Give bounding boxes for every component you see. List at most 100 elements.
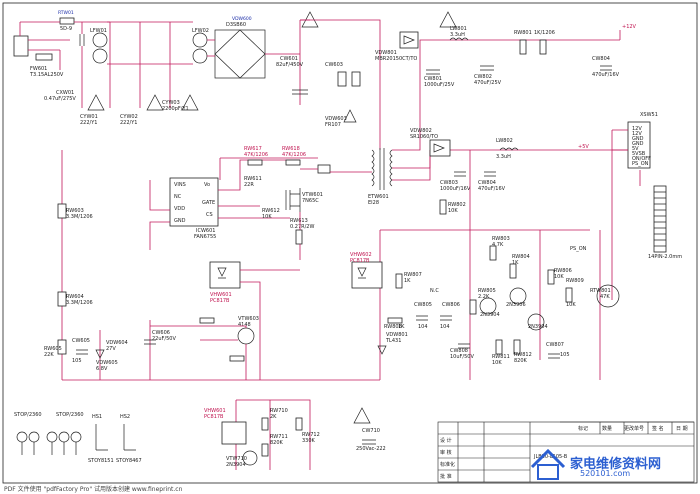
pwm-controller: VINS NC VDD GND Vo GATE CS ICW601 FAN675… xyxy=(149,146,323,260)
secondary-12v: VDW801 MBR20150CT/TO CW801 1000uF/25V CW… xyxy=(375,24,637,181)
component-label: 1K xyxy=(404,278,411,284)
component-label: VDW603 xyxy=(325,116,347,122)
component-label: 2N3904 xyxy=(226,462,246,468)
component-label: RW611 xyxy=(244,176,262,182)
component-label: 222/Y1 xyxy=(80,120,97,126)
component-label: CS xyxy=(206,212,213,218)
component-label: SR1060/TO xyxy=(410,134,438,140)
component-label: 10K xyxy=(566,302,576,308)
component-label: EI28 xyxy=(368,200,379,206)
optocoupler-primary xyxy=(209,261,241,289)
component-label: 2.2K xyxy=(478,294,490,300)
component-label: STOY8467 xyxy=(116,458,142,464)
component-label: VINS xyxy=(174,182,186,188)
component-label: 4148 xyxy=(238,322,251,328)
component-label: RW711 xyxy=(270,434,288,440)
component-label: FR107 xyxy=(325,122,341,128)
component-label: VDW600 xyxy=(232,16,252,22)
sheet-frame xyxy=(2,2,698,484)
component-label: VDD xyxy=(174,206,185,212)
component-label: VDW604 xyxy=(106,340,128,346)
component-label: 820K xyxy=(270,440,284,446)
component-label: CW601 xyxy=(280,56,298,62)
component-label: PS_ON xyxy=(570,246,587,252)
component-label: 2N3906 xyxy=(506,302,526,308)
component-label: XSW51 xyxy=(640,112,658,118)
component-label: 104 xyxy=(440,324,450,330)
component-label: VTW601 xyxy=(302,192,323,198)
component-label: RW807 xyxy=(404,272,422,278)
startup-network: RW603 3.3M/1206 RW604 3.3M/1206 RW605 22… xyxy=(44,150,380,381)
component-label: RW811 xyxy=(492,354,510,360)
snubber: CW603 VDW603 FR107 xyxy=(325,62,361,128)
component-label: 3.3uH xyxy=(450,32,465,38)
component-label: CW808 xyxy=(450,348,468,354)
component-label: 470uF/16V xyxy=(478,186,506,192)
component-label: N.C xyxy=(430,288,439,294)
component-label: 4.7K xyxy=(492,242,504,248)
component-label: T3.15AL250V xyxy=(29,72,64,78)
component-label: RW812 xyxy=(514,352,532,358)
component-label: RW805 xyxy=(478,288,496,294)
pdf-footer: PDF 文件使用 "pdfFactory Pro" 试用版本创建 www.fin… xyxy=(4,486,183,493)
component-label: 47K/1206 xyxy=(244,152,268,158)
component-label: 1K/1206 xyxy=(534,30,555,36)
watermark: 家电维修资料网 520101.com xyxy=(526,447,698,483)
component-label: 12V xyxy=(632,126,642,132)
component-label: 0.27R/2W xyxy=(290,224,314,230)
component-label: 1K xyxy=(398,324,405,330)
component-label: +5V xyxy=(578,144,589,150)
component-label: 签 名 xyxy=(652,425,664,432)
component-label: CW710 xyxy=(362,428,380,434)
standby-circuit: VHW601 PC817B RW710 2K RW711 820K RW712 … xyxy=(204,399,386,470)
component-label: RW604 xyxy=(66,294,84,300)
component-label: ETW601 xyxy=(368,194,389,200)
component-label: 47K/1206 xyxy=(282,152,306,158)
component-label: FW601 xyxy=(30,66,47,72)
component-label: GND xyxy=(632,141,644,147)
connector-xsw51 xyxy=(627,121,651,169)
component-label: LW801 xyxy=(450,26,467,32)
component-label: RW710 xyxy=(270,408,288,414)
mounting-hardware: STOP/2360 STOP/2360 HS1 STOY8151 HS2 STO… xyxy=(14,412,142,464)
component-label: 10uF/50V xyxy=(450,354,474,360)
component-label: VHW602 xyxy=(350,252,372,258)
component-label: 2N3904 xyxy=(480,312,500,318)
component-label: STOY8151 xyxy=(88,458,114,464)
component-label: 330K xyxy=(302,438,316,444)
component-label: 标准化 xyxy=(440,461,455,468)
component-label: RW806 xyxy=(554,268,572,274)
component-label: 日 期 xyxy=(676,426,688,432)
component-label: 5D-9 xyxy=(60,26,72,32)
component-label: 1000uF/16V xyxy=(440,186,471,192)
component-label: RW801 xyxy=(514,30,532,36)
component-label: STOP/2360 xyxy=(14,412,42,418)
component-label: RW605 xyxy=(44,346,62,352)
component-label: 250Vac-222 xyxy=(356,446,386,452)
component-label: 3.3uH xyxy=(496,154,511,160)
component-label: CW803 xyxy=(440,180,458,186)
component-label: LW802 xyxy=(496,138,513,144)
component-label: 2N3904 xyxy=(528,324,548,330)
ntc-thermistor xyxy=(596,284,620,308)
watermark-text: 家电维修资料网 xyxy=(570,457,662,472)
component-label: 82uF/450V xyxy=(276,62,304,68)
feedback-network: VHW602 PC817B VDW801 TL431 RW802 10K RW8… xyxy=(350,150,620,380)
component-label: 1K xyxy=(512,260,519,266)
component-label: PS_ON xyxy=(632,161,649,167)
hv-bus xyxy=(300,19,381,150)
component-label: 3.3M/1206 xyxy=(66,214,93,220)
component-label: GATE xyxy=(202,200,215,206)
component-label: GND xyxy=(632,136,644,142)
component-label: 10K xyxy=(448,208,458,214)
component-label: 27V xyxy=(106,346,116,352)
component-label: RTW801 xyxy=(590,288,611,294)
component-label: LFW02 xyxy=(192,28,209,34)
component-label: RW613 xyxy=(290,218,308,224)
component-label: VTW710 xyxy=(226,456,247,462)
component-label: 数量 xyxy=(602,425,612,432)
component-label: 10K xyxy=(262,214,272,220)
component-label: CW603 xyxy=(325,62,343,68)
component-label: RW804 xyxy=(512,254,530,260)
